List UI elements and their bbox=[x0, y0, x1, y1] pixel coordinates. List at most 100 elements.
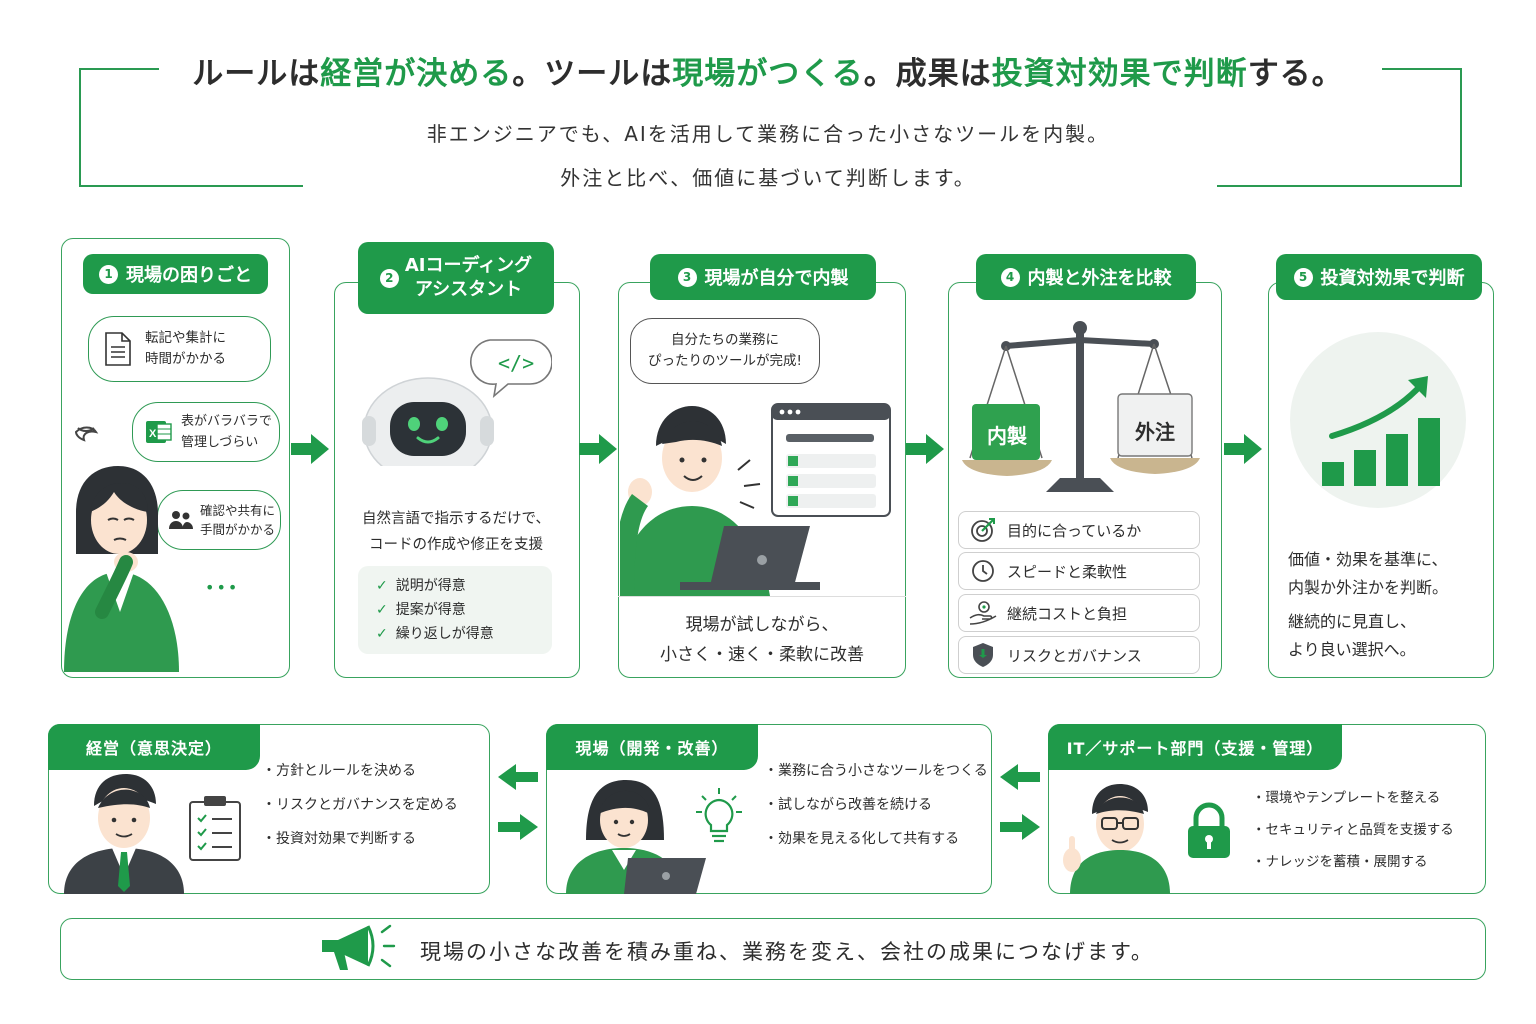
criterion-label: 継続コストと負担 bbox=[1007, 604, 1128, 623]
manager-illustration bbox=[64, 774, 184, 894]
subheadline-1: 非エンジニアでも、AIを活用して業務に合った小さなツールを内製。 bbox=[426, 122, 1110, 146]
it-staff-illustration bbox=[1063, 784, 1170, 894]
criterion-label: リスクとガバナンス bbox=[1007, 646, 1142, 665]
headline-part-accent: 現場がつくる bbox=[672, 56, 864, 92]
headline-part-accent: 投資対効果で判断 bbox=[991, 56, 1248, 92]
criterion-risk: リスクとガバナンス bbox=[958, 636, 1200, 674]
role-title-field: 現場（開発・改善） bbox=[546, 724, 758, 770]
subheadline-2: 外注と比べ、価値に基づいて判断します。 bbox=[560, 166, 976, 190]
success-text: 自分たちの業務に ぴったりのツールが完成! bbox=[648, 332, 802, 369]
step-title: AIコーディング アシスタント bbox=[404, 255, 533, 300]
role-duties-management: 方針とルールを決める リスクとガバナンスを定める 投資対効果で判断する bbox=[262, 754, 458, 856]
header-frame-bottom-right bbox=[1217, 185, 1462, 187]
lightbulb-icon bbox=[696, 788, 742, 843]
step-title: 現場が自分で内製 bbox=[704, 268, 849, 289]
field-worker-illustration bbox=[566, 780, 706, 894]
duty-item: 業務に合う小さなツールをつくる bbox=[764, 754, 988, 788]
header-frame-left bbox=[79, 68, 81, 186]
flow-arrow-2 bbox=[579, 434, 617, 464]
roi-description-2: 継続的に見直し、 より良い選択へ。 bbox=[1288, 612, 1417, 659]
role-duties-it-support: 環境やテンプレートを整える セキュリティと品質を支援する ナレッジを蓄積・展開す… bbox=[1252, 782, 1454, 878]
spreadsheet-icon: X bbox=[146, 421, 172, 443]
criterion-cost: 継続コストと負担 bbox=[958, 594, 1200, 632]
role-arrow-left-2 bbox=[1000, 764, 1040, 790]
padlock-icon bbox=[1188, 802, 1230, 858]
header-frame-right bbox=[1460, 68, 1462, 186]
step-title: 内製と外注を比較 bbox=[1027, 268, 1172, 289]
strength-item: ✓繰り返しが得意 bbox=[376, 626, 494, 642]
footer-banner bbox=[60, 918, 1486, 980]
duty-item: リスクとガバナンスを定める bbox=[262, 788, 458, 822]
flow-arrow-1 bbox=[291, 434, 329, 464]
more-dots: ••• bbox=[205, 578, 240, 597]
criterion-speed: スピードと柔軟性 bbox=[958, 552, 1200, 590]
step-title-pill-1: 1 現場の困りごと bbox=[83, 254, 268, 294]
role-duties-field: 業務に合う小さなツールをつくる 試しながら改善を続ける 効果を見える化して共有す… bbox=[764, 754, 988, 856]
duty-item: ナレッジを蓄積・展開する bbox=[1252, 846, 1454, 878]
pain-bubble-1: 転記や集計に 時間がかかる bbox=[88, 316, 271, 382]
inhouse-description: 現場が試しながら、 小さく・速く・柔軟に改善 bbox=[660, 615, 864, 665]
headline-part: 。ツールは bbox=[512, 56, 673, 92]
role-arrow-left-1 bbox=[498, 764, 538, 790]
headline-part: 。成果は bbox=[863, 56, 992, 92]
step-number: 1 bbox=[99, 264, 118, 284]
flow-arrow-4 bbox=[1224, 434, 1262, 464]
criterion-purpose: 目的に合っているか bbox=[958, 511, 1200, 549]
step-title: 現場の困りごと bbox=[126, 265, 252, 286]
headline-part-accent: 経営が決める bbox=[320, 56, 513, 92]
step-title: 投資対効果で判断 bbox=[1320, 268, 1465, 289]
weight-outsource-label: 外注 bbox=[1135, 420, 1175, 444]
headline: ルールは経営が決める。ツールは現場がつくる。成果は投資対効果で判断する。 bbox=[0, 48, 1536, 93]
target-icon bbox=[971, 518, 995, 542]
duty-item: セキュリティと品質を支援する bbox=[1252, 814, 1454, 846]
people-icon bbox=[169, 511, 193, 529]
code-symbol-icon: </> bbox=[498, 351, 534, 375]
role-title-management: 経営（意思決定） bbox=[48, 724, 260, 770]
pain-text-3: 確認や共有に 手間がかかる bbox=[200, 503, 276, 537]
flow-arrow-3 bbox=[906, 434, 944, 464]
robot-assistant-illustration: </> bbox=[362, 339, 552, 466]
pain-text-2: 表がバラバラで 管理しづらい bbox=[181, 414, 272, 450]
step-number: 2 bbox=[379, 268, 399, 288]
strength-item: ✓提案が得意 bbox=[376, 602, 466, 618]
developer-man-illustration bbox=[620, 403, 891, 596]
pain-bubble-3: 確認や共有に 手間がかかる bbox=[157, 490, 281, 550]
criterion-label: 目的に合っているか bbox=[1007, 521, 1142, 540]
shield-icon bbox=[973, 643, 993, 667]
clock-icon bbox=[972, 560, 994, 582]
growth-chart-icon bbox=[1290, 332, 1466, 508]
role-arrow-right-1 bbox=[498, 814, 538, 840]
step3-divider bbox=[618, 596, 906, 597]
balance-scale-illustration bbox=[962, 321, 1200, 492]
duty-item: 方針とルールを決める bbox=[262, 754, 458, 788]
clipboard-icon bbox=[189, 796, 241, 861]
footer-message: 現場の小さな改善を積み重ね、業務を変え、会社の成果につなげます。 bbox=[420, 940, 1154, 964]
duty-item: 投資対効果で判断する bbox=[262, 822, 458, 856]
roi-description-1: 価値・効果を基準に、 内製か外注かを判断。 bbox=[1288, 550, 1449, 597]
header-frame-bottom-left bbox=[79, 185, 303, 187]
megaphone-icon bbox=[322, 924, 396, 970]
pain-text-1: 転記や集計に 時間がかかる bbox=[145, 330, 226, 367]
assistant-description: 自然言語で指示するだけで、 コードの作成や修正を支援 bbox=[362, 511, 550, 553]
step-number: 4 bbox=[1000, 267, 1020, 287]
duty-item: 効果を見える化して共有する bbox=[764, 822, 988, 856]
headline-part: ルールは bbox=[192, 56, 321, 92]
step-title-pill-3: 3 現場が自分で内製 bbox=[650, 254, 876, 300]
header-frame-top-left bbox=[79, 68, 159, 70]
weight-inhouse-label: 内製 bbox=[987, 424, 1027, 448]
step-title-pill-5: 5 投資対効果で判断 bbox=[1276, 254, 1482, 300]
criterion-label: スピードと柔軟性 bbox=[1007, 562, 1128, 581]
pain-bubble-2: X 表がバラバラで 管理しづらい bbox=[132, 402, 280, 462]
headline-part: する。 bbox=[1247, 56, 1344, 92]
svg-text:X: X bbox=[149, 428, 157, 440]
duty-item: 環境やテンプレートを整える bbox=[1252, 782, 1454, 814]
role-title-it-support: IT／サポート部門（支援・管理） bbox=[1048, 724, 1342, 770]
strength-item: ✓説明が得意 bbox=[376, 578, 466, 594]
document-icon bbox=[105, 332, 131, 366]
header-frame-top-right bbox=[1382, 68, 1462, 70]
assistant-strengths: ✓説明が得意 ✓提案が得意 ✓繰り返しが得意 bbox=[358, 566, 552, 654]
step-title-pill-4: 4 内製と外注を比較 bbox=[976, 254, 1196, 300]
worried-woman-illustration bbox=[64, 426, 179, 672]
role-arrow-right-2 bbox=[1000, 814, 1040, 840]
